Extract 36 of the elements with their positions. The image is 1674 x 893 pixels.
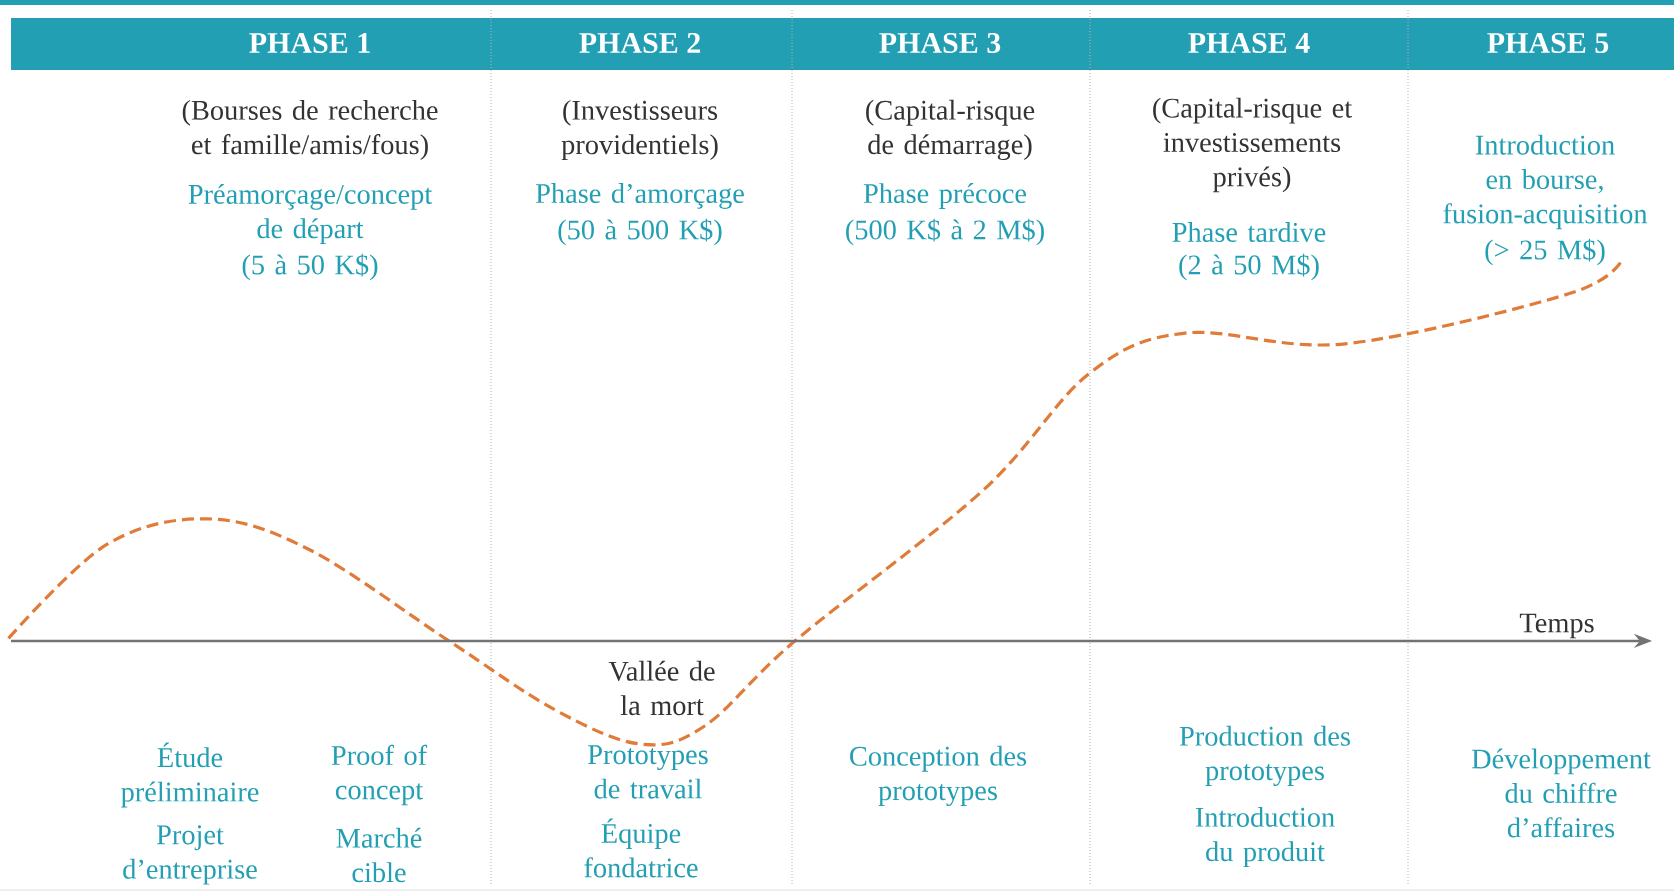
funding-source-text: (Capital-risque de démarrage): [866, 99, 1035, 161]
stage-text: Prototypes de travail: [588, 745, 708, 799]
node-label: PHASE 3: [879, 32, 1001, 54]
stage-text: Développement du chiffre d’affaires: [1471, 748, 1651, 838]
stage-text: (2 à 50 M$): [1179, 253, 1319, 281]
stage-text: (> 25 M$): [1485, 238, 1605, 266]
funding-source-text: Temps: [1519, 613, 1594, 639]
stage-text: Préamorçage/concept de départ: [188, 183, 433, 245]
stage-text: Phase d’amorçage: [535, 183, 744, 209]
stage-text: Équipe fondatrice: [584, 818, 698, 878]
stage-text: Introduction en bourse, fusion-acquisition: [1443, 134, 1648, 230]
stage-text: (5 à 50 K$): [242, 253, 378, 281]
stage-text: (50 à 500 K$): [558, 218, 722, 246]
funding-source-text: (Investisseurs providentiels): [561, 99, 718, 161]
stage-text: Marché cible: [336, 827, 422, 883]
stage-text: Proof of concept: [331, 744, 428, 806]
node-label: PHASE 1: [249, 32, 370, 54]
phase-header: PHASE 1: [11, 18, 491, 70]
phase-header: PHASE 3: [792, 18, 1090, 70]
stage-text: Projet d’entreprise: [123, 825, 257, 885]
phase-header: PHASE 4: [1090, 18, 1408, 70]
funding-source-text: Vallée de la mort: [608, 660, 715, 716]
node-label: PHASE 2: [579, 32, 700, 54]
stage-text: Étude préliminaire: [121, 742, 259, 808]
stage-text: Phase tardive: [1172, 222, 1326, 242]
node-label: PHASE 5: [1487, 32, 1609, 54]
stage-text: (500 K$ à 2 M$): [846, 218, 1044, 246]
stage-text: Introduction du produit: [1195, 806, 1335, 868]
node-label: PHASE 4: [1188, 32, 1310, 54]
funding-source-text: (Bourses de recherche et famille/amis/fous): [182, 99, 438, 161]
phase-header: PHASE 2: [491, 18, 792, 70]
stage-text: Phase précoce: [863, 183, 1026, 209]
funding-source-text: (Capital-risque et investissements privés): [1153, 97, 1352, 193]
stage-text: Production des prototypes: [1179, 725, 1350, 787]
stage-text: Conception des prototypes: [850, 745, 1027, 807]
phase-header: PHASE 5: [1408, 18, 1674, 70]
